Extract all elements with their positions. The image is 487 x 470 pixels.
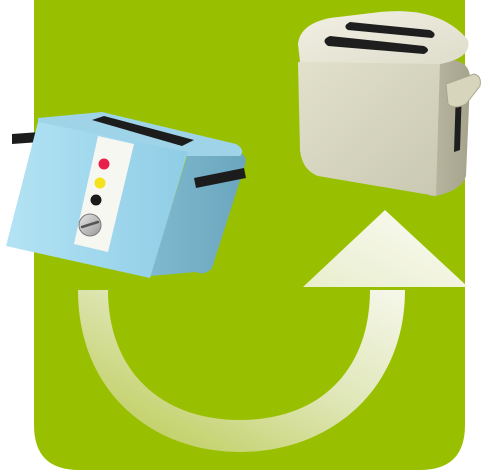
yellow-indicator-icon <box>95 178 106 189</box>
cream-toaster-icon <box>298 11 480 196</box>
red-indicator-icon <box>99 159 110 170</box>
black-indicator-icon <box>91 195 102 206</box>
cream-toaster-front <box>298 62 440 196</box>
